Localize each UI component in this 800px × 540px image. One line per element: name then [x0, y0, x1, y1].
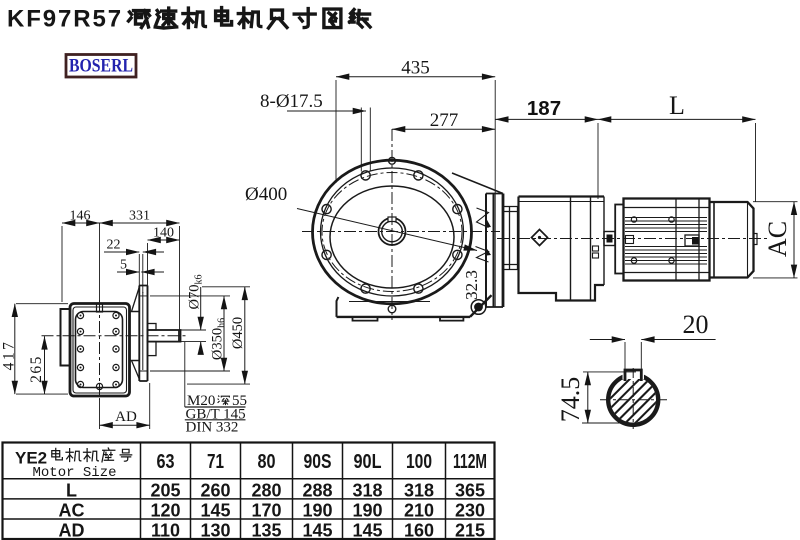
svg-text:190: 190 [352, 500, 382, 520]
svg-text:170: 170 [251, 500, 281, 520]
svg-text:318: 318 [352, 480, 382, 500]
svg-text:140: 140 [153, 226, 174, 241]
svg-text:90L: 90L [354, 450, 382, 473]
svg-text:M20: M20 [187, 393, 215, 409]
svg-text:90S: 90S [304, 450, 332, 473]
svg-text:Ø350h6: Ø350h6 [210, 318, 228, 360]
svg-text:265: 265 [28, 355, 45, 383]
svg-text:KF97R57: KF97R57 [7, 5, 123, 32]
svg-text:160: 160 [404, 521, 434, 540]
svg-text:112M: 112M [453, 450, 487, 473]
svg-text:8-Ø17.5: 8-Ø17.5 [260, 91, 323, 112]
svg-text:Motor Size: Motor Size [33, 465, 117, 481]
svg-text:205: 205 [150, 480, 180, 500]
svg-text:435: 435 [401, 58, 430, 79]
svg-text:DIN 332: DIN 332 [186, 420, 239, 436]
svg-text:80: 80 [258, 450, 276, 473]
svg-text:Ø450: Ø450 [230, 317, 246, 349]
svg-text:Ø400: Ø400 [245, 184, 287, 205]
svg-text:AC: AC [763, 221, 792, 257]
svg-text:63: 63 [157, 450, 175, 473]
svg-text:417: 417 [0, 340, 17, 371]
svg-text:55: 55 [232, 393, 247, 409]
svg-text:32.3: 32.3 [462, 270, 481, 300]
svg-text:365: 365 [455, 480, 485, 500]
svg-text:215: 215 [455, 521, 485, 540]
svg-text:100: 100 [406, 450, 432, 473]
svg-text:L: L [66, 480, 77, 500]
svg-text:GB/T 145: GB/T 145 [186, 407, 246, 423]
svg-text:318: 318 [404, 480, 434, 500]
svg-text:230: 230 [455, 500, 485, 520]
svg-text:120: 120 [150, 500, 180, 520]
svg-text:5: 5 [120, 258, 127, 273]
svg-text:280: 280 [251, 480, 281, 500]
svg-text:110: 110 [151, 521, 180, 540]
svg-text:288: 288 [302, 480, 332, 500]
svg-text:135: 135 [251, 521, 281, 540]
svg-text:Ø70k6: Ø70k6 [187, 275, 205, 310]
svg-text:145: 145 [352, 521, 382, 540]
svg-text:20: 20 [683, 310, 709, 339]
svg-text:190: 190 [302, 500, 332, 520]
svg-text:BOSERL: BOSERL [69, 56, 133, 77]
svg-text:22: 22 [107, 238, 121, 253]
svg-text:146: 146 [70, 209, 91, 224]
svg-text:145: 145 [200, 500, 230, 520]
svg-text:AD: AD [115, 409, 137, 425]
svg-text:260: 260 [200, 480, 230, 500]
svg-text:74.5: 74.5 [556, 377, 585, 423]
svg-text:145: 145 [302, 521, 332, 540]
svg-text:AD: AD [59, 521, 85, 540]
svg-text:71: 71 [207, 450, 224, 473]
svg-text:331: 331 [129, 209, 150, 224]
svg-text:L: L [669, 91, 685, 120]
svg-text:277: 277 [430, 110, 459, 131]
svg-text:130: 130 [200, 521, 230, 540]
svg-text:AC: AC [59, 500, 85, 520]
svg-text:210: 210 [404, 500, 434, 520]
svg-text:YE2: YE2 [15, 449, 47, 468]
svg-text:187: 187 [527, 97, 561, 120]
